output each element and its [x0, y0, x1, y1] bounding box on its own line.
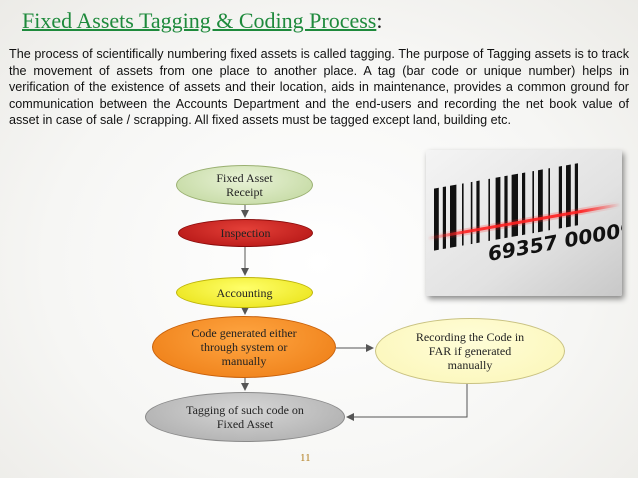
title-text: Fixed Assets Tagging & Coding Process — [22, 8, 377, 33]
description-paragraph: The process of scientifically numbering … — [9, 47, 629, 127]
node-label: Inspection — [220, 226, 271, 240]
node-label: Tagging of such code on Fixed Asset — [186, 403, 304, 431]
arrow-recording-tagging — [346, 384, 468, 421]
node-label: Code generated either through system or … — [191, 326, 297, 368]
node-recording-code: Recording the Code in FAR if generated m… — [375, 318, 565, 384]
title-colon: : — [376, 8, 383, 33]
node-label: Recording the Code in FAR if generated m… — [415, 330, 525, 372]
slide-title: Fixed Assets Tagging & Coding Process: — [22, 8, 382, 34]
page-number: 11 — [300, 452, 311, 464]
barcode-photo: 69357 00009 — [426, 150, 622, 296]
barcode-image: 69357 00009 — [426, 150, 622, 296]
node-label: Accounting — [216, 285, 273, 300]
node-label: Fixed Asset Receipt — [216, 171, 273, 199]
node-tagging: Tagging of such code on Fixed Asset — [145, 392, 345, 442]
node-accounting: Accounting — [176, 277, 313, 308]
node-inspection: Inspection — [178, 219, 313, 247]
node-fixed-asset-receipt: Fixed Asset Receipt — [176, 165, 313, 205]
node-code-generated: Code generated either through system or … — [152, 316, 336, 378]
